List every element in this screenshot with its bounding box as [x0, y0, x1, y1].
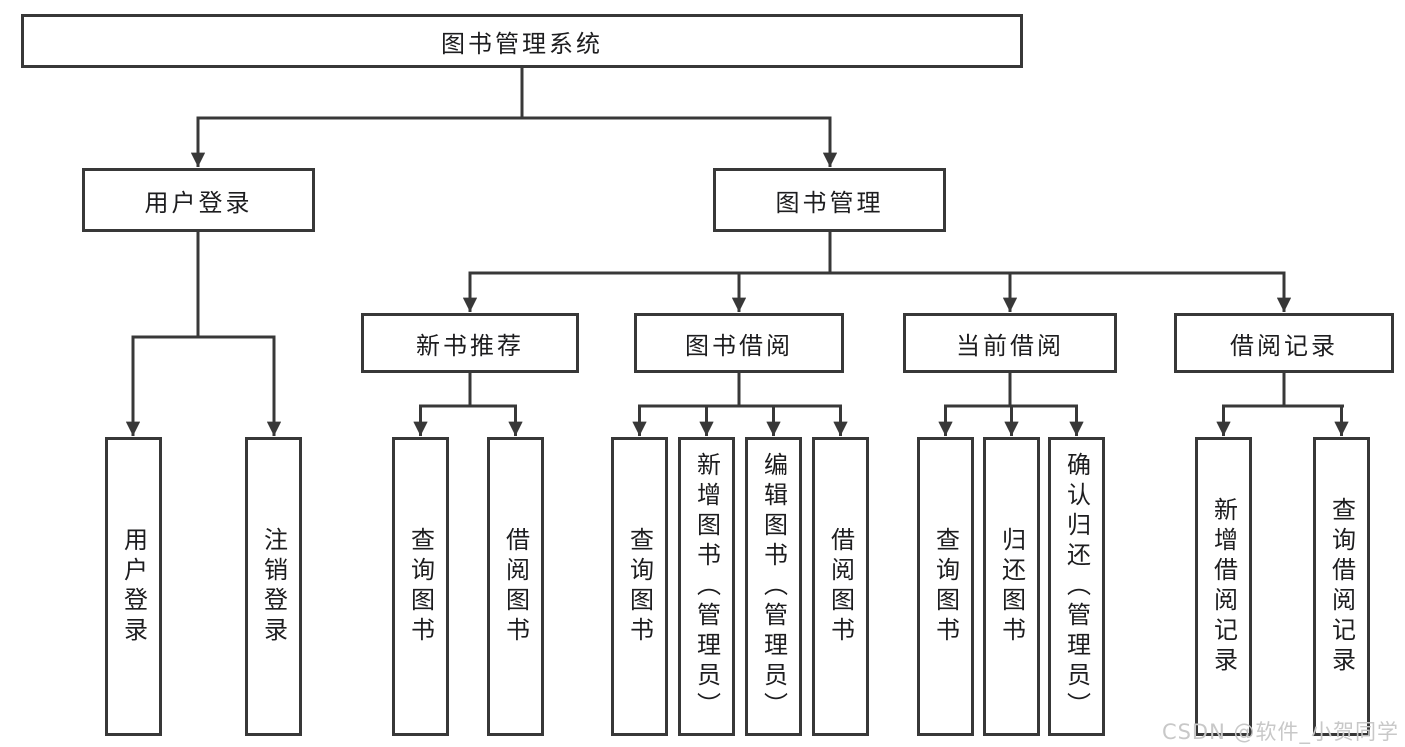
leaf-cb-return-books: 归还图书	[983, 437, 1040, 736]
node-root-label: 图书管理系统	[441, 29, 603, 58]
leaf-br-query-record-label: 查询借阅记录	[1327, 496, 1356, 677]
leaf-bb-edit-books-admin: 编辑图书（管理员）	[745, 437, 802, 736]
leaf-nbr-query-books-label: 查询图书	[406, 526, 435, 647]
leaf-bb-query-books: 查询图书	[611, 437, 668, 736]
node-book-management-label: 图书管理	[775, 188, 884, 217]
connector-group	[125, 68, 1349, 436]
node-user-login-label: 用户登录	[144, 188, 253, 217]
leaf-user-login: 用户登录	[105, 437, 162, 736]
leaf-bb-borrow-books-label: 借阅图书	[826, 526, 855, 647]
node-book-borrow: 图书借阅	[634, 313, 844, 373]
node-borrow-records: 借阅记录	[1174, 313, 1394, 373]
leaf-user-login-label: 用户登录	[119, 526, 148, 647]
leaf-nbr-query-books: 查询图书	[392, 437, 449, 736]
node-new-book-recommend: 新书推荐	[361, 313, 579, 373]
leaf-cb-confirm-return-admin: 确认归还（管理员）	[1048, 437, 1105, 736]
leaf-logout-label: 注销登录	[259, 526, 288, 647]
node-user-login: 用户登录	[82, 168, 315, 232]
leaf-br-add-record: 新增借阅记录	[1195, 437, 1252, 736]
leaf-br-add-record-label: 新增借阅记录	[1209, 496, 1238, 677]
csdn-watermark: CSDN @软件_小贺同学	[1161, 720, 1399, 744]
node-book-borrow-label: 图书借阅	[685, 331, 793, 360]
leaf-bb-add-books-admin-label: 新增图书（管理员）	[692, 451, 721, 722]
leaf-bb-borrow-books: 借阅图书	[812, 437, 869, 736]
leaf-logout: 注销登录	[245, 437, 302, 736]
node-root: 图书管理系统	[21, 14, 1023, 68]
node-current-borrow: 当前借阅	[903, 313, 1117, 373]
leaf-cb-confirm-return-admin-label: 确认归还（管理员）	[1062, 451, 1091, 722]
leaf-bb-add-books-admin: 新增图书（管理员）	[678, 437, 735, 736]
leaf-nbr-borrow-books: 借阅图书	[487, 437, 544, 736]
node-borrow-records-label: 借阅记录	[1230, 331, 1338, 360]
node-current-borrow-label: 当前借阅	[956, 331, 1064, 360]
leaf-nbr-borrow-books-label: 借阅图书	[501, 526, 530, 647]
leaf-br-query-record: 查询借阅记录	[1313, 437, 1370, 736]
node-new-book-recommend-label: 新书推荐	[416, 331, 524, 360]
leaf-bb-edit-books-admin-label: 编辑图书（管理员）	[759, 451, 788, 722]
node-book-management: 图书管理	[713, 168, 946, 232]
leaf-cb-query-books-label: 查询图书	[931, 526, 960, 647]
leaf-bb-query-books-label: 查询图书	[625, 526, 654, 647]
leaf-cb-query-books: 查询图书	[917, 437, 974, 736]
leaf-cb-return-books-label: 归还图书	[997, 526, 1026, 647]
